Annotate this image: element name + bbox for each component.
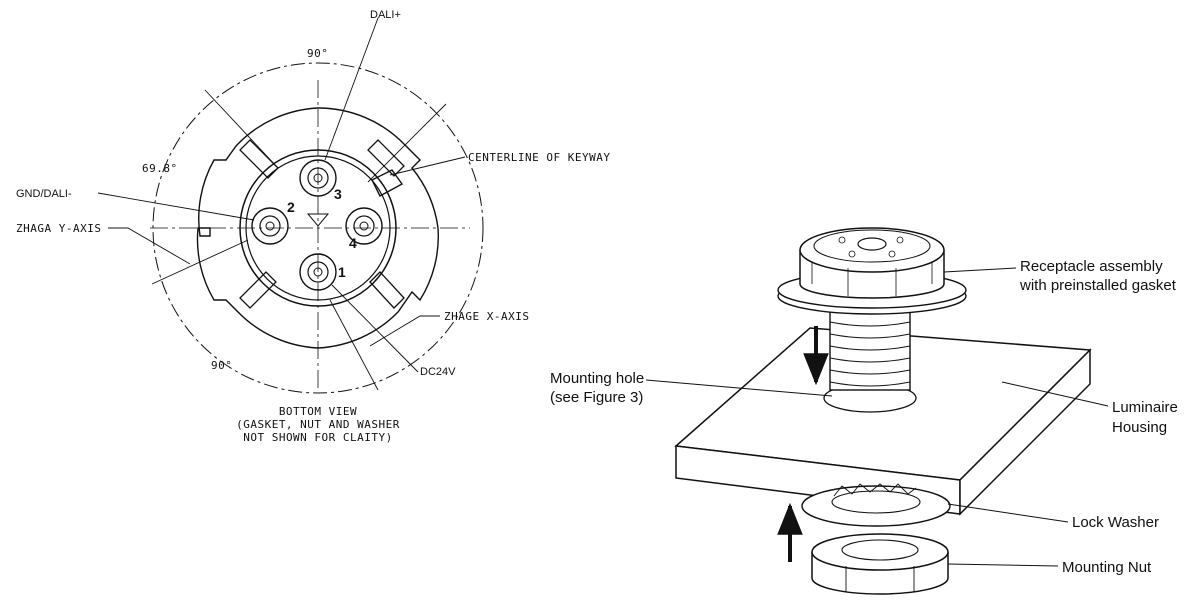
pin-1-label: 1 <box>338 264 346 280</box>
keyway-leader <box>389 156 466 176</box>
x-axis-leader <box>369 315 440 347</box>
bottom-view-drawing <box>97 17 484 394</box>
dim-line-upper-right <box>367 103 447 183</box>
housing-side-face <box>959 348 1091 516</box>
pin-4-label: 4 <box>349 235 357 251</box>
bayonet-tabs <box>239 139 405 309</box>
lock-washer-label: Lock Washer <box>1072 514 1159 531</box>
mounting-nut-flats <box>845 566 915 592</box>
caption-line-1: BOTTOM VIEW <box>279 405 357 418</box>
caption-line-2: (GASKET, NUT AND WASHER <box>236 418 400 431</box>
pin-2-label: 2 <box>287 199 295 215</box>
mounting-hole-leader <box>645 379 833 397</box>
exploded-assembly-drawing <box>674 227 1092 595</box>
dc24v-label: DC24V <box>420 366 456 378</box>
outer-keyed-ring <box>196 107 439 349</box>
y-axis-label: ZHAGA Y-AXIS <box>16 222 101 235</box>
angle-top-label: 90° <box>307 47 328 60</box>
lock-washer-teeth <box>833 483 917 497</box>
dim-line-left <box>151 239 249 285</box>
dc24v-leader <box>331 284 419 373</box>
dali-plus-leader <box>324 17 379 161</box>
lock-washer-hole <box>831 490 921 514</box>
mounting-nut-leader <box>947 563 1059 567</box>
housing-leader <box>1001 381 1109 407</box>
receptacle-center-hole <box>857 237 887 251</box>
pin-3-label: 3 <box>334 186 342 202</box>
angle-bottom-label: 90° <box>211 359 232 372</box>
y-axis-leader <box>108 227 191 265</box>
mounting-hole-label-line-1: Mounting hole <box>550 370 644 387</box>
gnd-leader <box>97 192 255 221</box>
receptacle-top-face <box>813 229 931 263</box>
angle-left-label: 69.8° <box>142 162 178 175</box>
keyway-label: CENTERLINE OF KEYWAY <box>468 151 610 164</box>
housing-label-line-1: Luminaire <box>1112 399 1178 416</box>
receptacle-label-line-2: with preinstalled gasket <box>1019 277 1177 294</box>
dim-line-upper-left <box>204 89 279 169</box>
dim-line-bottom <box>329 299 379 391</box>
mounting-nut-label: Mounting Nut <box>1062 559 1152 576</box>
caption-line-3: NOT SHOWN FOR CLAITY) <box>243 431 393 444</box>
receptacle-label-line-1: Receptacle assembly <box>1020 258 1163 275</box>
keyway <box>371 169 404 197</box>
x-axis-label: ZHAGE X-AXIS <box>444 310 529 323</box>
mounting-nut-hole <box>841 539 919 561</box>
receptacle-details <box>811 236 933 296</box>
lock-washer-leader <box>947 503 1069 523</box>
dali-plus-label: DALI+ <box>370 9 401 21</box>
housing-label-line-2: Housing <box>1112 419 1167 436</box>
mounting-hole-label-line-2: (see Figure 3) <box>550 389 643 406</box>
gnd-label: GND/DALI- <box>16 188 72 200</box>
receptacle-leader <box>943 267 1017 273</box>
